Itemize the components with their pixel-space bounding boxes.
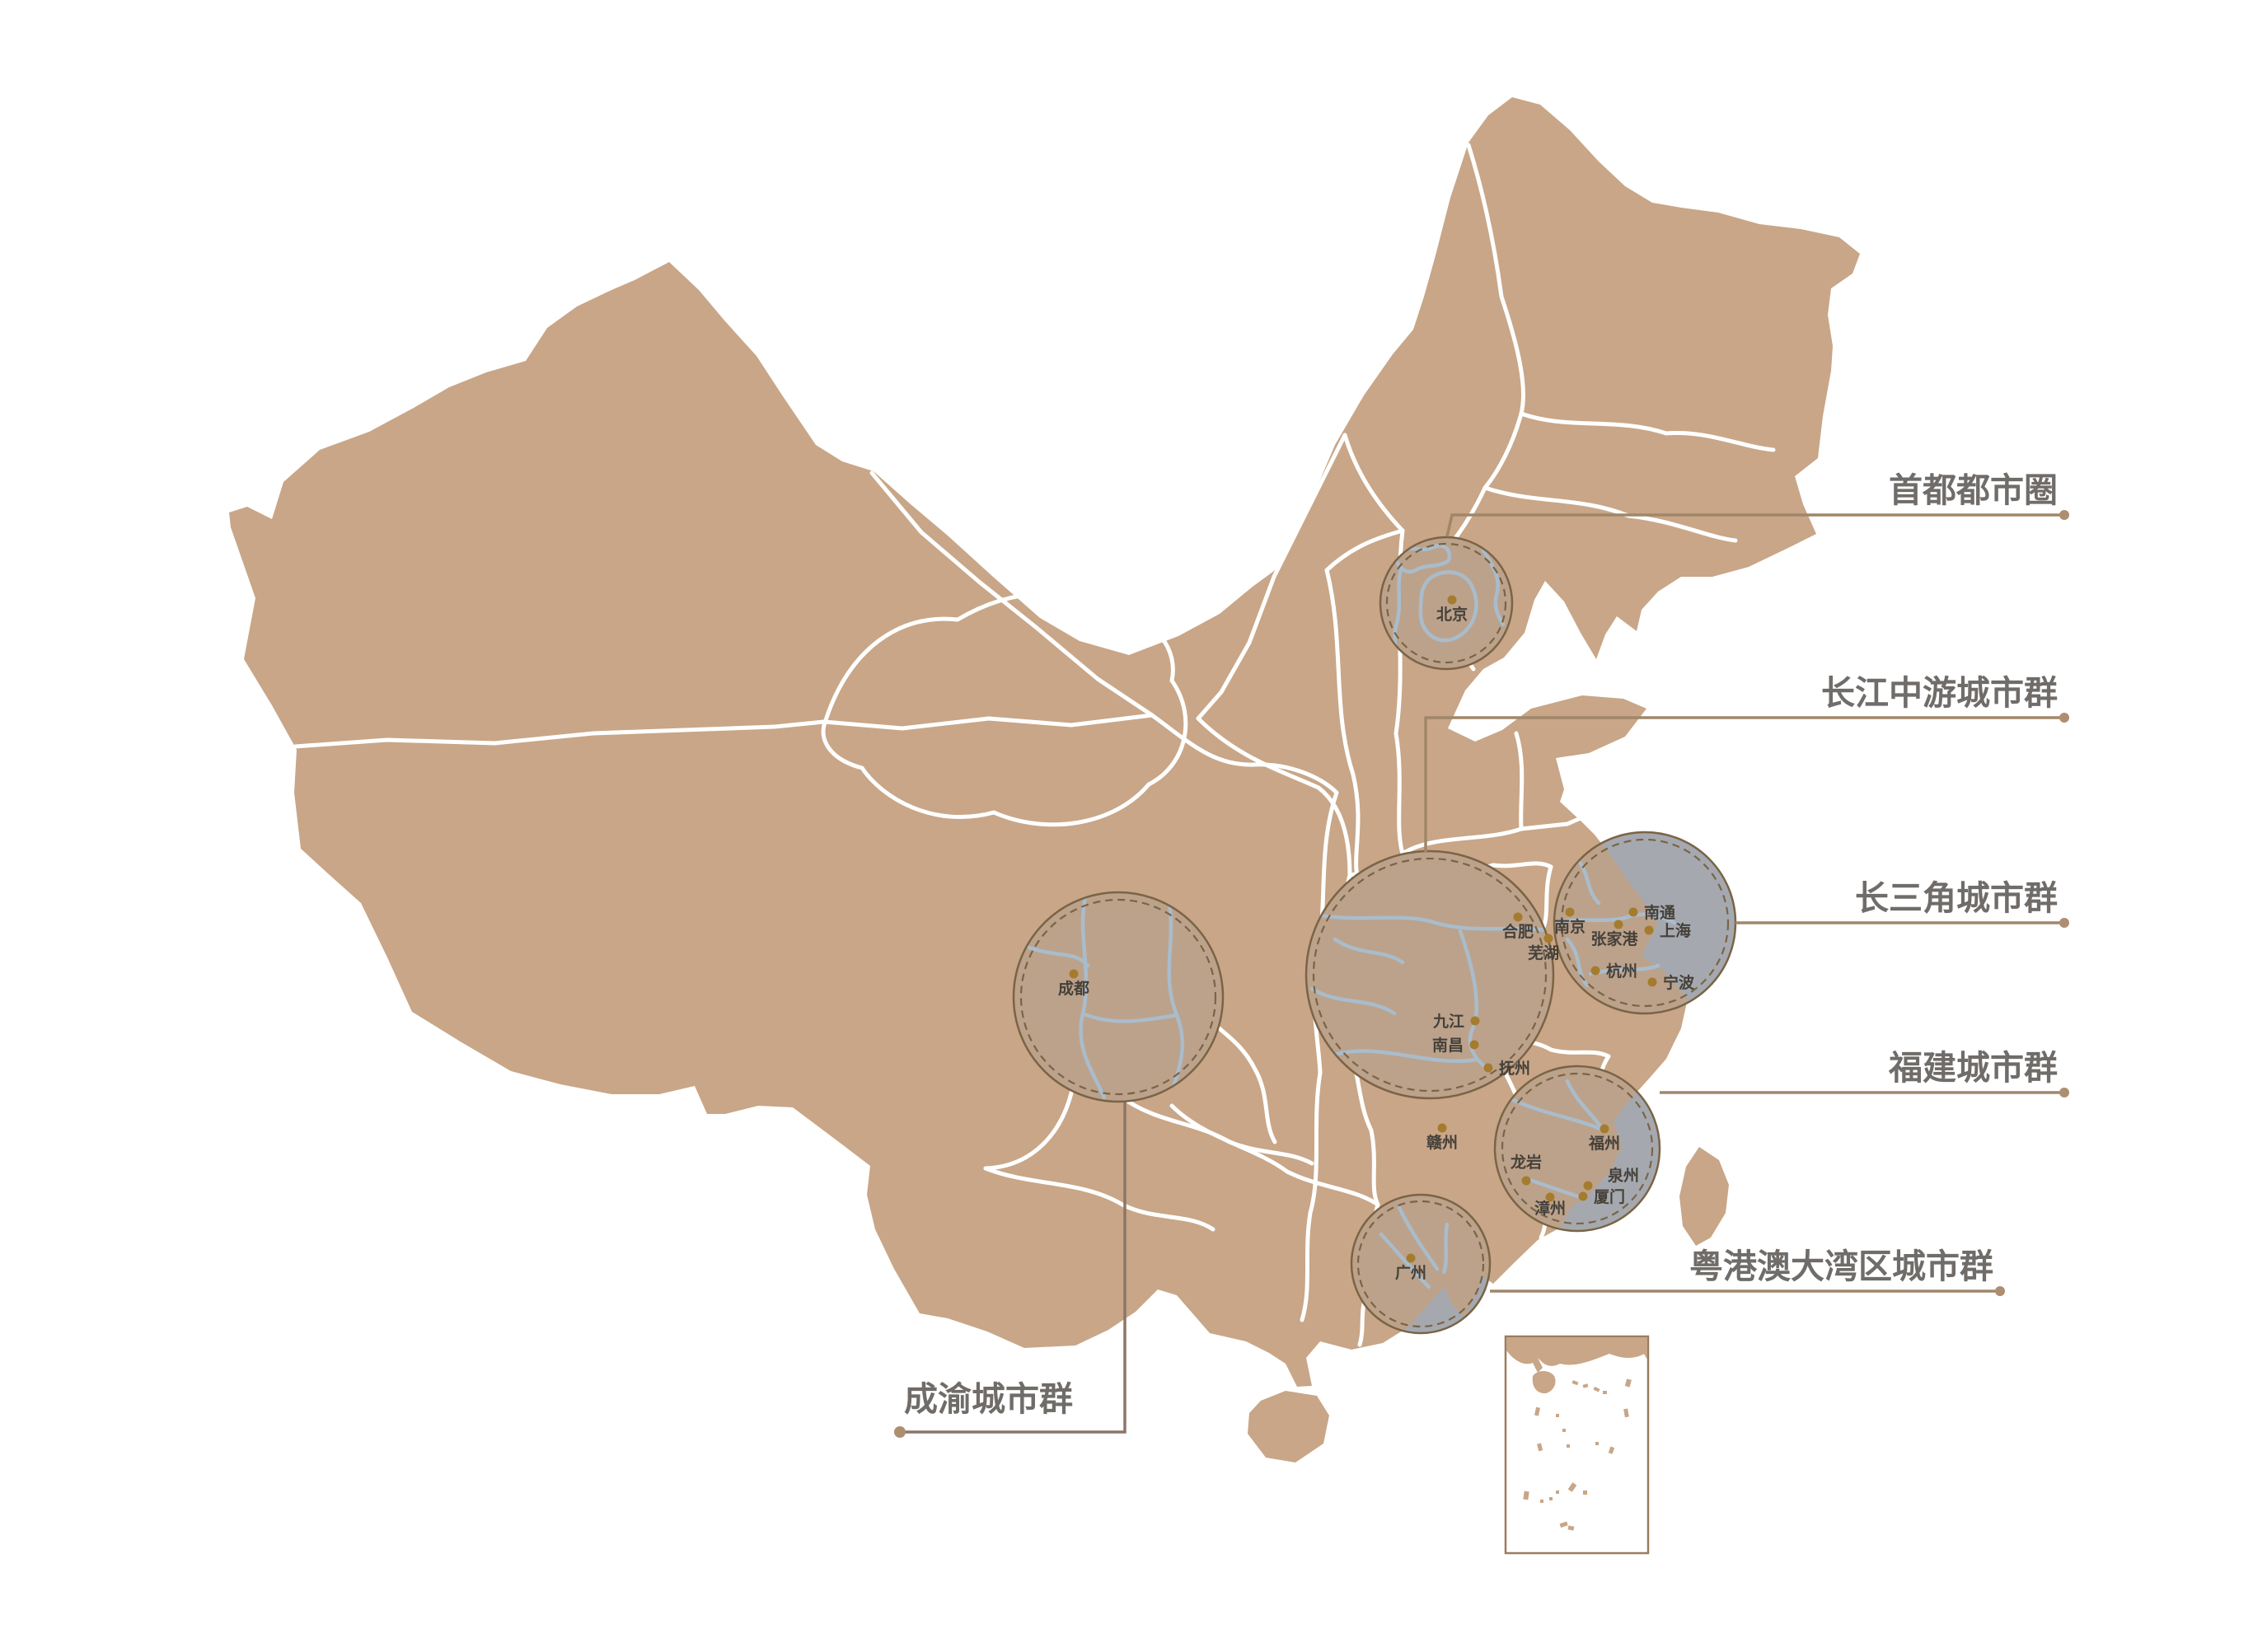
cluster-label-chengyu: 成渝城市群: [904, 1380, 1073, 1418]
city-label-14: 福州: [1588, 1134, 1620, 1153]
city-dot-16: [1583, 1181, 1593, 1191]
city-dot-19: [1406, 1253, 1416, 1263]
cluster-label-yangtze-delta: 长三角城市群: [1855, 879, 2058, 917]
city-dot-7: [1644, 925, 1654, 935]
city-dot-17: [1578, 1191, 1588, 1201]
city-dot-11: [1469, 1040, 1479, 1050]
city-label-9: 宁波: [1663, 973, 1695, 992]
city-label-8: 杭州: [1606, 962, 1637, 980]
city-label-17: 厦门: [1594, 1187, 1625, 1206]
cluster-label-capital: 首都都市圈: [1889, 471, 2058, 509]
city-dot-18: [1545, 1192, 1555, 1202]
cluster-label-fujian: 福建城市群: [1888, 1049, 2058, 1087]
city-dot-14: [1600, 1124, 1609, 1134]
city-label-5: 南通: [1644, 904, 1676, 922]
city-label-18: 漳州: [1534, 1199, 1566, 1218]
cluster-label-mid-yangtze: 长江中游城市群: [1821, 674, 2058, 712]
city-dot-8: [1590, 966, 1600, 976]
city-label-2: 合肥: [1502, 922, 1534, 941]
city-dot-10: [1470, 1016, 1480, 1026]
city-label-19: 广州: [1395, 1263, 1426, 1282]
city-dot-3: [1565, 907, 1575, 917]
leader-chengyu: 成渝城市群: [894, 1102, 1126, 1438]
leader-capital: 首都都市圈: [1445, 471, 2069, 537]
cluster-circle-greater-bay: [1350, 1193, 1492, 1335]
cluster-circle-mid-yangtze: [1304, 849, 1555, 1100]
city-label-15: 龙岩: [1511, 1153, 1542, 1172]
city-dot-0: [1447, 595, 1457, 605]
city-dot-9: [1647, 977, 1657, 987]
city-label-1: 成都: [1058, 979, 1089, 998]
leader-mid-yangtze: 长江中游城市群: [1424, 674, 2069, 852]
city-label-6: 张家港: [1590, 929, 1638, 948]
leader-fujian: 福建城市群: [1660, 1049, 2069, 1097]
city-label-10: 九江: [1432, 1013, 1464, 1031]
leader-yangtze-delta: 长三角城市群: [1735, 879, 2069, 928]
city-label-16: 泉州: [1607, 1166, 1639, 1185]
cluster-circle-fujian: [1493, 1065, 1661, 1233]
cluster-circle-capital: [1379, 536, 1514, 671]
city-dot-12: [1483, 1063, 1493, 1073]
city-label-3: 南京: [1554, 917, 1585, 936]
leader-greater-bay: 粤港澳大湾区城市群: [1490, 1247, 2005, 1296]
cluster-circle-chengyu: [1012, 891, 1225, 1103]
city-dot-1: [1069, 969, 1079, 979]
cluster-leaders: 首都都市圈 长江中游城市群 长三角城市群 福建城市群 粤港澳大湾区城市群 成渝城…: [894, 471, 2069, 1438]
south-china-sea-inset: [1504, 1335, 1650, 1555]
city-label-4: 芜湖: [1528, 943, 1559, 962]
city-label-13: 赣州: [1426, 1133, 1458, 1152]
city-dot-4: [1543, 934, 1553, 943]
cluster-label-greater-bay: 粤港澳大湾区城市群: [1689, 1247, 1993, 1285]
city-dot-5: [1628, 907, 1638, 917]
city-label-7: 上海: [1660, 921, 1691, 940]
city-dot-2: [1513, 912, 1523, 922]
city-dot-15: [1521, 1176, 1531, 1186]
city-label-11: 南昌: [1432, 1037, 1464, 1055]
city-dot-13: [1437, 1123, 1447, 1133]
city-label-0: 北京: [1436, 605, 1468, 624]
city-dot-6: [1614, 920, 1623, 929]
city-label-12: 抚州: [1499, 1060, 1530, 1078]
inset-islands: [1523, 1378, 1632, 1531]
land-layer: [229, 97, 1860, 1462]
